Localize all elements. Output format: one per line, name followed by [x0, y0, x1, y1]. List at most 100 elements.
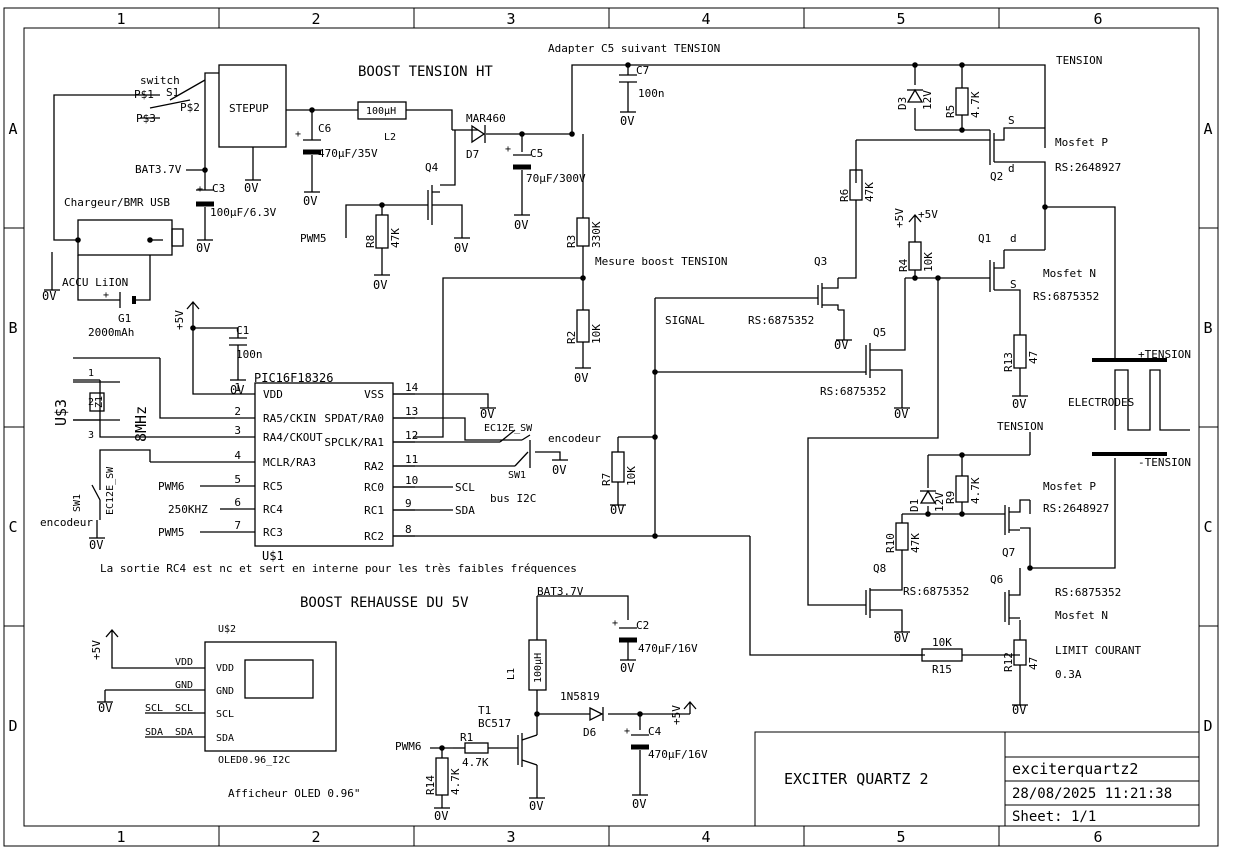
capacitor-c3: C3 100µF/6.3V + — [196, 182, 277, 219]
c1-value: 100n — [236, 348, 263, 361]
mcu-name: U$1 — [262, 549, 284, 563]
r1-value: 4.7K — [462, 756, 489, 769]
q5-name: Q5 — [873, 326, 886, 339]
col-label: 4 — [701, 10, 710, 28]
mcu-pin-number: 5 — [234, 473, 241, 486]
mosfet-p-label: Mosfet P — [1055, 136, 1108, 149]
row-label: C — [8, 518, 17, 536]
resistor-r8: R8 47K — [364, 214, 402, 249]
oled-net: VDD — [175, 657, 193, 668]
r1-name: R1 — [460, 731, 473, 744]
oled-u2: U$2 OLED0.96_I2C VDD GND SCL SDA VDD GND… — [145, 624, 337, 766]
col-label: 3 — [506, 10, 515, 28]
s1-p3: P$3 — [136, 112, 156, 125]
mcu-net-label: SDA — [455, 504, 475, 517]
r5-name: R5 — [944, 105, 957, 118]
v5-label: +5V — [90, 640, 103, 660]
mosfet-q2: S d Q2 — [989, 114, 1045, 183]
d7-name: D7 — [466, 148, 479, 161]
g1-name: G1 — [118, 312, 131, 325]
d3-name: D3 — [896, 97, 909, 110]
r9-name: R9 — [944, 491, 957, 504]
mosfet-p-label: Mosfet P — [1043, 480, 1096, 493]
ground-labels: 0V 0V 0V 0V 0V 0V 0V 0V 0V 0V 0V 0V 0V 0… — [42, 114, 1026, 823]
resistor-r2: R2 10K — [565, 309, 603, 344]
capacitor-c1: C1 100n — [229, 324, 263, 361]
note-c5: Adapter C5 suivant TENSION — [548, 42, 720, 55]
v5-label: +5V — [670, 705, 683, 725]
bat-label: BAT3.7V — [537, 585, 584, 598]
pwm6-label: PWM6 — [395, 740, 422, 753]
gnd-label: 0V — [1012, 703, 1026, 717]
svg-text:+: + — [103, 290, 109, 301]
mcu-pin-name: RC4 — [263, 503, 283, 516]
c4-value: 470µF/16V — [648, 748, 708, 761]
supply-arrows — [105, 214, 922, 714]
svg-text:+: + — [505, 144, 511, 155]
date-stamp: 28/08/2025 11:21:38 — [1012, 786, 1172, 802]
col-label: 1 — [116, 828, 125, 846]
resistor-r7: R7 10K — [600, 451, 638, 486]
mcu-pin-number: 1 — [234, 381, 241, 394]
r2-name: R2 — [565, 331, 578, 344]
c2-name: C2 — [636, 619, 649, 632]
r12-name: R12 — [1002, 652, 1015, 672]
g1-capacity: 2000mAh — [88, 326, 134, 339]
mosfet-q3: Q3 — [814, 255, 839, 310]
diode-d6: 1N5819 D6 — [560, 690, 604, 739]
title-boost-ht: BOOST TENSION HT — [358, 64, 493, 80]
mcu-pin-name: RA5/CKIN — [263, 412, 316, 425]
rs-n-label: RS:6875352 — [1055, 586, 1121, 599]
electrodes-label: ELECTRODES — [1068, 396, 1134, 409]
gnd-label: 0V — [480, 407, 494, 421]
oled-pin: VDD — [216, 663, 234, 674]
c6-value: 470µF/35V — [318, 147, 378, 160]
capacitor-c2: C2 470µF/16V + — [612, 618, 698, 655]
resistor-r5: R5 4.7K — [944, 87, 982, 118]
col-label: 1 — [116, 10, 125, 28]
capacitor-c7: C7 100n — [619, 64, 665, 100]
encoder-label: encodeur — [548, 432, 601, 445]
v5-label: +5V — [173, 310, 186, 330]
crystal-pkg: Z1 — [94, 396, 105, 408]
c5-value: 70µF/300V — [526, 172, 586, 185]
oled-pin: GND — [216, 686, 234, 697]
gnd-label: 0V — [373, 278, 387, 292]
charger-label: Chargeur/BMR USB — [64, 196, 170, 209]
gnd-label: 0V — [620, 661, 634, 675]
label-bus-i2c: bus I2C — [490, 492, 536, 505]
col-label: 6 — [1093, 10, 1102, 28]
gnd-label: 0V — [894, 407, 908, 421]
mcu-pin-name: SPCLK/RA1 — [324, 436, 384, 449]
mcu-pin-number: 3 — [234, 424, 241, 437]
col-label: 6 — [1093, 828, 1102, 846]
mcu-pin-name: VSS — [364, 388, 384, 401]
encoder-type: EC12E_SW — [484, 423, 533, 434]
svg-text:+: + — [197, 184, 203, 195]
mcu-pin-number: 4 — [234, 449, 241, 462]
title-boost-5v: BOOST REHAUSSE DU 5V — [300, 595, 469, 611]
resistor-r10: R10 47K — [884, 522, 922, 553]
svg-text:d: d — [1008, 162, 1015, 175]
bat-label: BAT3.7V — [135, 163, 182, 176]
label-signal: SIGNAL — [665, 314, 705, 327]
crystal-u3: 1 2 3 Z1 U$3 8MHz — [52, 368, 150, 442]
zener-d1: D1 12V — [908, 489, 946, 512]
mosfet-q4: Q4 — [425, 161, 440, 225]
mcu-pin-number: 8 — [405, 523, 412, 536]
gnd-label: 0V — [454, 241, 468, 255]
mcu-pin-name: RA4/CKOUT — [263, 431, 323, 444]
gnd-label: 0V — [303, 194, 317, 208]
r3-name: R3 — [565, 235, 578, 248]
c7-name: C7 — [636, 64, 649, 77]
q8-name: Q8 — [873, 562, 886, 575]
mosfet-n-label: Mosfet N — [1055, 609, 1108, 622]
gnd-label: 0V — [1012, 397, 1026, 411]
row-label: B — [1203, 319, 1212, 337]
r7-value: 10K — [625, 466, 638, 486]
r9-value: 4.7K — [969, 477, 982, 504]
gnd-label: 0V — [610, 503, 624, 517]
l2-name: L2 — [384, 132, 396, 143]
gnd-label: 0V — [620, 114, 634, 128]
r15-value: 10K — [932, 636, 952, 649]
